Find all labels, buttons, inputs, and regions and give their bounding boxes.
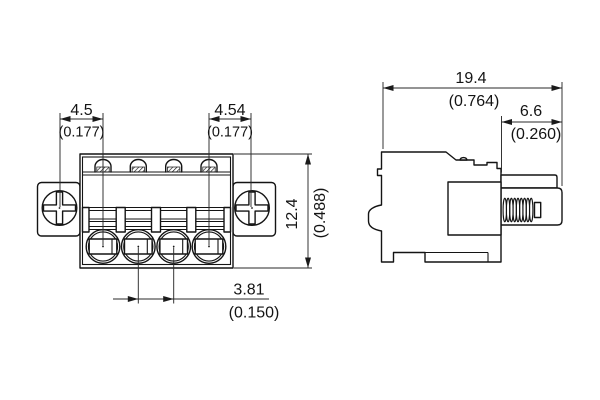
terminal-port-3 [156,228,192,264]
phillips-screw-right [233,189,270,226]
dim-label-inch: (0.764) [449,93,500,110]
dim-label-inch: (0.488) [312,188,329,239]
dim-label-mm: 6.6 [520,103,542,120]
terminal-port-1 [85,228,121,264]
phillips-screw-left [41,189,78,226]
dim-label-inch: (0.177) [59,125,105,141]
dim-label-mm: 19.4 [455,70,486,87]
terminal-port-2 [120,228,156,264]
wire-clamp-block [447,181,502,236]
dim-label-mm: 3.81 [233,282,264,299]
dim-label-inch: (0.260) [511,126,562,143]
dim-label-mm: 4.5 [70,102,92,119]
wire-entry-2 [129,158,147,173]
dim-screw-housing-depth: 6.6 (0.260) [501,103,562,173]
screw-housing-lip [500,174,558,189]
clamp-screw-tip [533,201,542,219]
wire-entry-3 [165,158,183,173]
dim-label-inch: (0.177) [207,125,253,141]
dim-overall-depth: 19.4 (0.764) [382,70,563,186]
dim-height: 12.4 (0.488) [234,153,329,269]
terminal-ports [85,228,227,264]
side-top-pin [459,156,468,161]
clamp-screw-thread [502,197,542,223]
dim-label-mm: 4.54 [214,102,245,119]
front-view [36,153,277,269]
side-view [367,151,563,263]
dim-pin-to-screw-right: 4.54 (0.177) [207,102,253,246]
dim-label-mm: 12.4 [284,198,301,229]
clamp-posts [81,206,232,233]
dim-label-inch: (0.150) [229,305,280,322]
dim-screw-to-pin-left: 4.5 (0.177) [59,102,105,246]
dim-pin-pitch: 3.81 (0.150) [113,247,280,322]
